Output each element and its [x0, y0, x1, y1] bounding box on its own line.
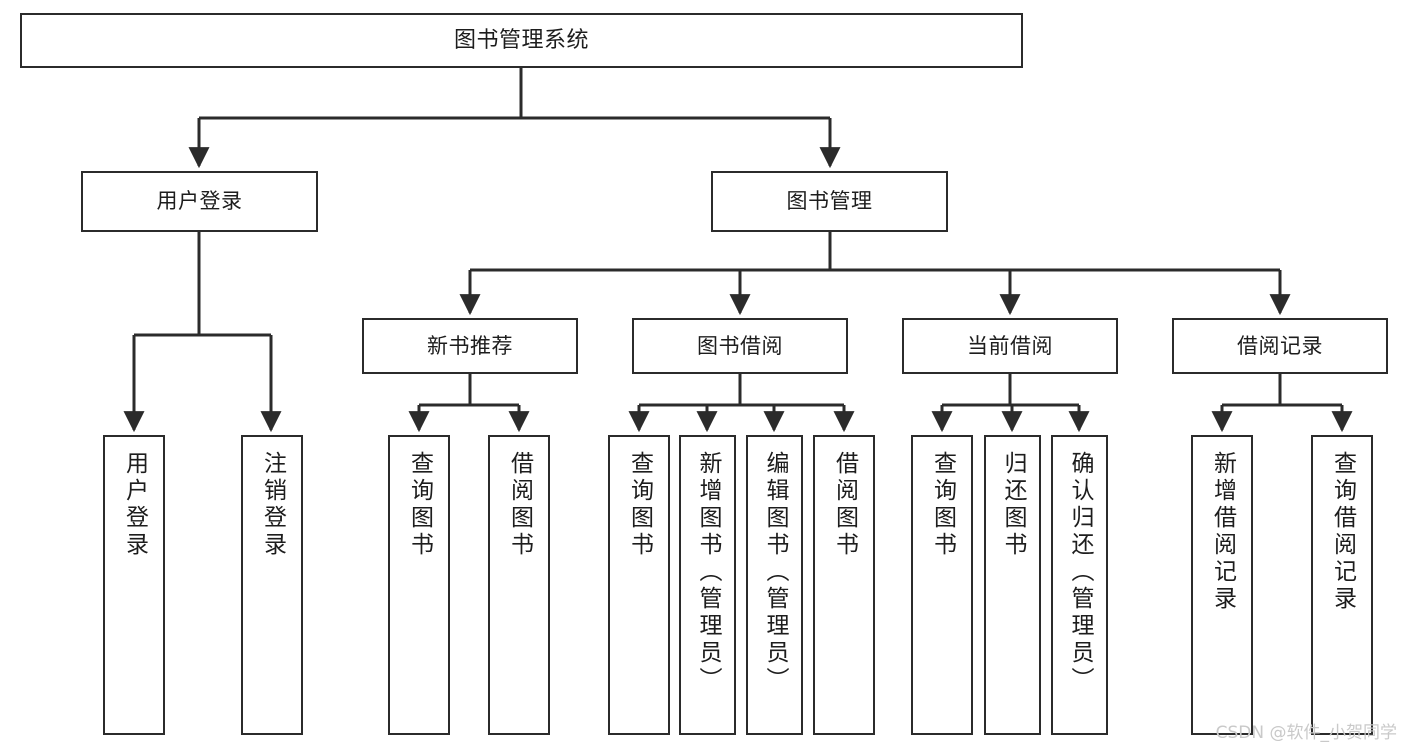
csdn-watermark: CSDN @软件_小贺同学 — [1215, 723, 1397, 743]
leaf-add-book-label: 新增图书（管理员） — [695, 451, 721, 694]
edge-newbook-to-leaves — [408, 374, 530, 433]
edge-userlogin-to-leaves — [123, 232, 282, 433]
node-book-borrow-label: 图书借阅 — [697, 333, 783, 358]
leaf-return-book-label: 归还图书 — [1000, 451, 1026, 559]
node-book-borrow[interactable]: 图书借阅 — [632, 318, 848, 374]
leaf-query-book-current-label: 查询图书 — [929, 451, 956, 559]
leaf-user-login-label: 用户登录 — [121, 451, 148, 559]
leaf-return-book[interactable]: 归还图书 — [984, 435, 1041, 735]
leaf-user-logout-label: 注销登录 — [259, 451, 286, 559]
node-root-label: 图书管理系统 — [453, 27, 589, 53]
leaf-user-login[interactable]: 用户登录 — [103, 435, 165, 735]
node-book-manage[interactable]: 图书管理 — [711, 171, 948, 232]
edge-currentborrow-to-leaves — [931, 374, 1090, 433]
leaf-query-book-borrow[interactable]: 查询图书 — [608, 435, 670, 735]
node-borrow-record[interactable]: 借阅记录 — [1172, 318, 1388, 374]
edge-root-to-level2 — [188, 68, 841, 169]
node-root-system[interactable]: 图书管理系统 — [20, 13, 1023, 68]
leaf-edit-book[interactable]: 编辑图书（管理员） — [746, 435, 803, 735]
leaf-add-borrow-record[interactable]: 新增借阅记录 — [1191, 435, 1253, 735]
leaf-borrow-book-recommend[interactable]: 借阅图书 — [488, 435, 550, 735]
node-borrow-record-label: 借阅记录 — [1237, 333, 1323, 358]
leaf-borrow-book-recommend-label: 借阅图书 — [506, 451, 533, 559]
leaf-query-book-current[interactable]: 查询图书 — [911, 435, 973, 735]
node-new-book-recommend-label: 新书推荐 — [427, 333, 513, 358]
leaf-query-borrow-record[interactable]: 查询借阅记录 — [1311, 435, 1373, 735]
node-current-borrow[interactable]: 当前借阅 — [902, 318, 1118, 374]
leaf-edit-book-label: 编辑图书（管理员） — [762, 451, 788, 694]
leaf-add-book[interactable]: 新增图书（管理员） — [679, 435, 736, 735]
edge-bookborrow-to-leaves — [628, 374, 855, 433]
leaf-borrow-book-label: 借阅图书 — [831, 451, 858, 559]
leaf-query-book-recommend[interactable]: 查询图书 — [388, 435, 450, 735]
node-user-login-label: 用户登录 — [156, 189, 243, 214]
leaf-query-borrow-record-label: 查询借阅记录 — [1329, 451, 1356, 613]
leaf-user-logout[interactable]: 注销登录 — [241, 435, 303, 735]
leaf-confirm-return[interactable]: 确认归还（管理员） — [1051, 435, 1108, 735]
node-book-manage-label: 图书管理 — [786, 189, 873, 214]
leaf-confirm-return-label: 确认归还（管理员） — [1067, 451, 1093, 694]
leaf-query-book-borrow-label: 查询图书 — [626, 451, 653, 559]
leaf-add-borrow-record-label: 新增借阅记录 — [1209, 451, 1236, 613]
node-current-borrow-label: 当前借阅 — [967, 333, 1053, 358]
node-new-book-recommend[interactable]: 新书推荐 — [362, 318, 578, 374]
edge-borrowrecord-to-leaves — [1211, 374, 1353, 433]
leaf-borrow-book[interactable]: 借阅图书 — [813, 435, 875, 735]
edge-bookmanage-to-level3 — [459, 232, 1291, 316]
node-user-login[interactable]: 用户登录 — [81, 171, 318, 232]
leaf-query-book-recommend-label: 查询图书 — [406, 451, 433, 559]
